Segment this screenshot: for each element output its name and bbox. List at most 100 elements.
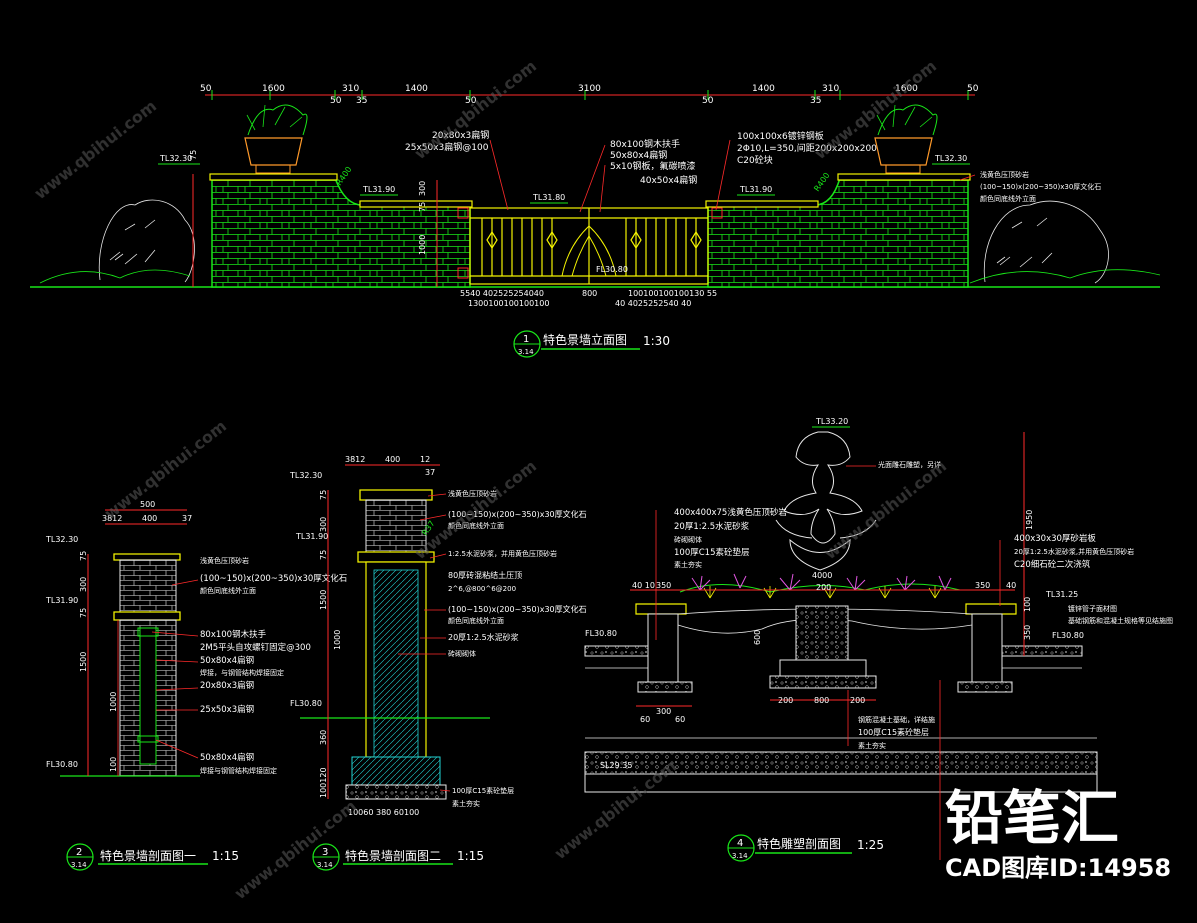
s1-scale: 1:15 [212, 849, 239, 863]
s2-vdim-5: 360 [319, 730, 328, 745]
s3-right-paving [1001, 645, 1083, 657]
pedestal-footing [769, 675, 877, 689]
s3-note-b2: 素土夯实 [858, 741, 886, 750]
elev-title: 特色景墙立面图 [543, 332, 627, 347]
elev-notes-mid: 80x100钢木扶手 50x80x4扁钢 5x10钢板，氟碳喷漆 40x50x4… [610, 138, 697, 186]
s3-tdim-1: 350 [656, 581, 671, 590]
elev-dim-8: 50 [702, 96, 714, 106]
s1-tdim-3: 37 [182, 514, 192, 523]
s3-bdim-5: 200 [850, 696, 865, 705]
elev-detail-num: 1 [523, 334, 529, 345]
s3-bdim-1: 300 [656, 707, 671, 716]
s1-note-6: 焊接，与钢管结构焊接固定 [200, 668, 284, 677]
elev-leaders [489, 139, 976, 213]
s1-note-0: 浅黄色压顶砂岩 [200, 556, 249, 565]
left-planter [244, 104, 308, 174]
elev-bdim-4: 100100100100130 55 [628, 289, 717, 298]
s2-cap [359, 489, 433, 501]
elev-bdim-2: 800 [582, 289, 597, 298]
s2-note-10: 100厚C15素砼垫层 [452, 786, 514, 795]
s3-bottom-dims: 60 300 60 200 800 200 [640, 696, 865, 724]
right-stone-wall [707, 177, 969, 288]
s3-right-wall [971, 613, 1003, 683]
s3-note-r1: 20厚1:2.5水泥砂浆,并用黄色压顶砂岩 [1014, 547, 1134, 556]
elev-level-5: FL30.80 [596, 265, 628, 274]
elev-note-l0: 20x80x3扁钢 [432, 129, 489, 141]
s3-subgrade-band2 [584, 773, 1098, 793]
s3-note-r0: 400x30x30厚砂岩板 [1014, 533, 1096, 544]
s1-vert-dims: 75 300 75 1500 1000 100 [79, 551, 118, 772]
wm-brand: 铅笔汇 [945, 784, 1119, 852]
s3-note-l1: 20厚1:2.5水泥砂浆 [674, 521, 750, 532]
gate-bracket-right [711, 207, 723, 219]
s3-detail-sheet: 3.14 [732, 852, 748, 860]
s2-detail-num: 3 [322, 847, 328, 858]
s2-title-block: 3 3.14 特色景墙剖面图二 1:15 [312, 843, 484, 871]
s3-notes-right2: 镀锌管子面材图 基础钢筋和混凝土规格等见结施图 [1068, 604, 1173, 625]
s1-note-3: 80x100钢木扶手 [200, 629, 267, 640]
s3-left-wall [647, 613, 679, 683]
s3-notes-bottom: 钢筋混凝土基础，详结施 100厚C15素砼垫层 素土夯实 [858, 715, 935, 750]
s3-bdim-4: 800 [814, 696, 829, 705]
s2-level-0: TL32.30 [289, 471, 322, 480]
section2-drawing: 3812 400 12 37 75 300 75 1500 1000 360 1… [289, 455, 587, 871]
s3-vdim-1: 350 [1023, 625, 1032, 640]
elev-dim-3: 50 [330, 96, 342, 106]
s2-vdim-1: 300 [319, 517, 328, 532]
s3-note-r2: C20细石砼二次浇筑 [1014, 559, 1091, 570]
s2-vdim-3: 1500 [319, 590, 328, 610]
s3-level-3: FL30.80 [585, 629, 617, 638]
s1-detail-num: 2 [76, 847, 82, 858]
s2-tdim-2: 12 [420, 455, 430, 464]
elev-bdim-1: 1300100100100100 [468, 299, 549, 308]
elev-note-fr1: (100~150)x(200~350)x30厚文化石 [980, 182, 1101, 191]
right-planter [874, 104, 938, 174]
elev-dim-10: 35 [810, 96, 821, 106]
s2-note-6: (100~150)x(200~350)x30厚文化石 [448, 604, 587, 614]
elev-note-r2: C20砼块 [737, 154, 773, 166]
elev-notes-left: 20x80x3扁钢 25x50x3扁钢@100 [405, 129, 489, 153]
s2-vdim-2: 75 [319, 550, 328, 560]
elevation-drawing: 50 1600 310 50 35 1400 50 3100 50 1400 3… [30, 84, 1161, 358]
pedestal-base [779, 659, 867, 677]
s1-note-8: 25x50x3扁钢 [200, 704, 254, 715]
right-shrub [969, 200, 1161, 284]
s2-level-1: TL31.90 [295, 532, 328, 541]
elev-level-4: TL32.30 [934, 154, 967, 163]
elev-vdim-2: 75 [418, 202, 427, 212]
elev-notes-right: 100x100x6镀锌钢板 2Φ10,L=350,间距200x200x200 C… [737, 130, 877, 166]
elev-dim-2: 310 [342, 84, 359, 94]
elev-dim-9: 1400 [752, 84, 775, 94]
s3-bdim-3: 200 [778, 696, 793, 705]
s2-mid-cap [357, 551, 435, 563]
elev-note-l1: 25x50x3扁钢@100 [405, 141, 489, 153]
gate-bracket-left [457, 207, 469, 219]
s3-scale: 1:25 [857, 838, 884, 852]
s2-level-2: FL30.80 [290, 699, 322, 708]
s2-note-7: 颜色同底线外立面 [448, 616, 504, 625]
s1-mid-cap [113, 611, 181, 621]
s1-vdim-5: 100 [109, 757, 118, 772]
elev-bottom-dims: 5540 402525254040 1300100100100100 800 4… [460, 289, 717, 308]
elev-bdim-0: 5540 402525254040 [460, 289, 544, 298]
elev-note-r1: 2Φ10,L=350,间距200x200x200 [737, 142, 877, 154]
s2-leaders [398, 493, 451, 792]
elev-radius-1: R400 [812, 171, 831, 193]
s2-tdim-1: 400 [385, 455, 400, 464]
left-stone-wall [211, 177, 471, 288]
s2-notes: 浅黄色压顶砂岩 (100~150)x(200~350)x30厚文化石 颜色同底线… [448, 489, 587, 808]
elev-dim-6: 50 [465, 96, 477, 106]
s3-vdim-3: 600 [753, 630, 762, 645]
s3-bdim-0: 60 [640, 715, 650, 724]
s1-level-0: TL32.30 [45, 535, 78, 544]
elev-level-2: TL31.80 [532, 193, 565, 202]
s2-tdim-3: 37 [425, 468, 435, 477]
s1-top-dims: 500 3812 400 37 [102, 500, 192, 523]
elev-title-block: 1 3.14 特色景墙立面图 1:30 [513, 330, 670, 358]
s2-top-dims: 3812 400 12 37 [345, 455, 435, 477]
elev-note-m0: 80x100钢木扶手 [610, 138, 680, 150]
section3-drawing: TL33.20 光面雕石雕塑，另详 [584, 417, 1173, 862]
elev-vdim-3: 1000 [418, 235, 427, 255]
s3-title: 特色雕塑剖面图 [757, 836, 841, 851]
